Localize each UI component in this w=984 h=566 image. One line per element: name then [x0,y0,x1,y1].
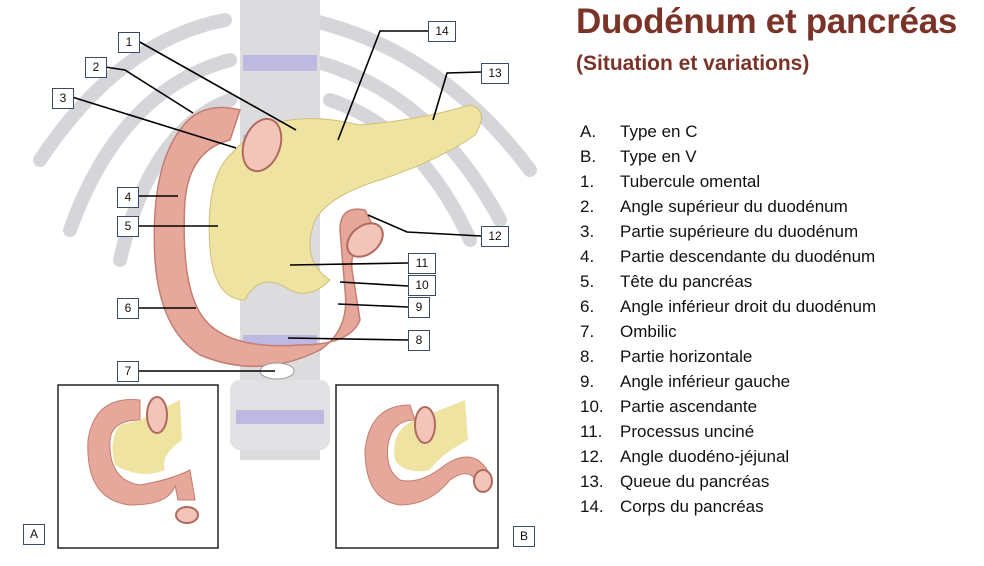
legend-key: 6. [580,297,595,316]
legend-text: Type en V [620,147,697,166]
legend-key: 3. [580,222,595,241]
legend-key: A. [580,122,597,141]
legend-item: 9. Angle inférieur gauche [580,371,876,396]
inset-type-c [57,384,219,549]
label-12: 12 [481,226,509,247]
legend-key: 14. [580,497,604,516]
legend-key: 9. [580,372,595,391]
legend-text: Tubercule omental [620,172,761,191]
legend-text: Partie ascendante [620,397,758,416]
inset-type-v [335,384,499,549]
legend-key: 10. [580,397,604,416]
legend-item: 7. Ombilic [580,321,876,346]
anatomy-illustration [33,0,537,549]
legend-key: 7. [580,322,595,341]
legend-list: A. Type en C B. Type en V 1. Tubercule omenta… [580,121,876,521]
label-1: 1 [118,32,140,53]
duodenum-cut-upper [241,117,283,173]
legend-item: 5. Tête du pancréas [580,271,876,296]
legend-text: Type en C [620,122,698,141]
legend-item: 8. Partie horizontale [580,346,876,371]
legend-item: 1. Tubercule omental [580,171,876,196]
label-7: 7 [117,361,139,382]
legend-key: B. [580,147,597,166]
label-14: 14 [428,21,456,42]
legend-item: B. Type en V [580,146,876,171]
legend-key: 11. [580,422,603,441]
legend-item: 4. Partie descendante du duodénum [580,246,876,271]
legend-text: Tête du pancréas [620,272,753,291]
legend-text: Partie horizontale [620,347,753,366]
legend-item: 11. Processus unciné [580,421,876,446]
legend-text: Angle inférieur gauche [620,372,791,391]
legend-item: 10. Partie ascendante [580,396,876,421]
label-9: 9 [408,297,430,318]
legend-text: Corps du pancréas [620,497,764,516]
label-8: 8 [408,330,430,351]
jejunum-cut [346,222,384,258]
label-b: B [513,526,535,547]
legend-item: 13. Queue du pancréas [580,471,876,496]
label-10: 10 [408,275,436,296]
label-2: 2 [85,57,107,78]
legend-key: 5. [580,272,595,291]
leader-lines [71,30,482,372]
label-3: 3 [52,88,74,109]
legend-key: 13. [580,472,604,491]
legend-item: 12. Angle duodéno-jéjunal [580,446,876,471]
duodenum [153,106,381,368]
label-13: 13 [481,63,509,84]
legend-key: 8. [580,347,595,366]
legend-item: 2. Angle supérieur du duodénum [580,196,876,221]
label-6: 6 [117,298,139,319]
legend-key: 2. [580,197,595,216]
legend-key: 1. [580,172,595,191]
legend-text: Partie supérieure du duodénum [620,222,859,241]
slide-title: Duodénum et pancréas [576,2,958,41]
legend-item: 14. Corps du pancréas [580,496,876,521]
label-a: A [23,524,45,545]
legend-key: 4. [580,247,595,266]
legend-text: Angle duodéno-jéjunal [620,447,790,466]
legend-key: 12. [580,447,604,466]
slide-subtitle: (Situation et variations) [576,52,810,75]
legend-text: Queue du pancréas [620,472,770,491]
label-4: 4 [117,187,139,208]
legend-item: 3. Partie supérieure du duodénum [580,221,876,246]
legend-item: 6. Angle inférieur droit du duodénum [580,296,876,321]
legend-item: A. Type en C [580,121,876,146]
label-11: 11 [408,253,436,274]
legend-text: Angle inférieur droit du duodénum [620,297,877,316]
label-5: 5 [117,216,139,237]
legend-text: Partie descendante du duodénum [620,247,876,266]
legend-text: Processus unciné [620,422,755,441]
legend-text: Angle supérieur du duodénum [620,197,848,216]
legend-text: Ombilic [620,322,677,341]
